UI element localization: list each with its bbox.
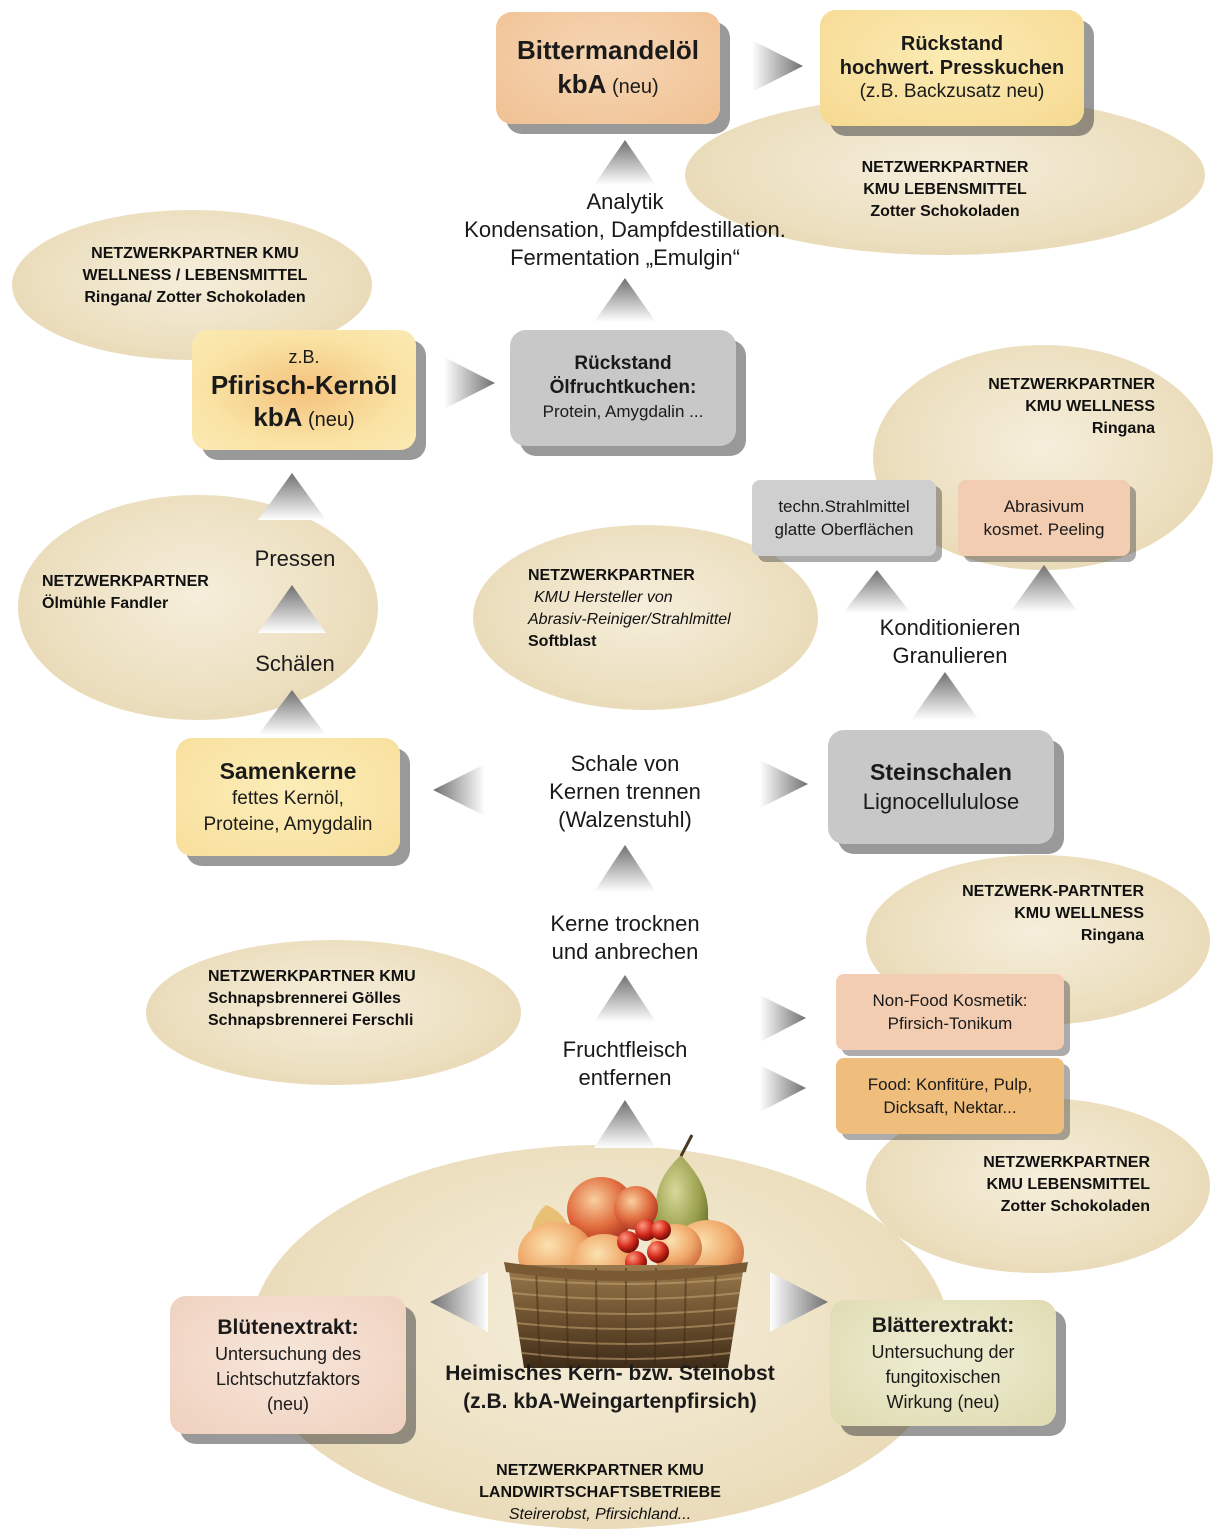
arrow-up-abrasivum: [1010, 565, 1078, 612]
partner-ellipse-left-schnaps: [146, 940, 521, 1085]
partner-ellipse-mid-left: [18, 495, 378, 720]
box-bluetenextrakt: Blütenextrakt: Untersuchung des Lichtsch…: [170, 1296, 406, 1434]
arrow-right-steinschalen: [760, 760, 808, 808]
arrow-up-fruchtfleisch: [594, 1100, 656, 1148]
partner-text-right-wellness2: NETZWERK-PARTNTER KMU WELLNESS Ringana: [962, 883, 1144, 944]
arrow-left-samenkerne: [433, 764, 485, 816]
process-schale-trennen: Schale von Kernen trennen (Walzenstuhl): [549, 751, 701, 832]
box-rueckstand-presskuchen: Rückstand hochwert. Presskuchen (z.B. Ba…: [820, 10, 1084, 126]
partner-text-mid-center: NETZWERKPARTNER KMU Hersteller von Abras…: [528, 567, 731, 650]
box-pfirisch-kernoel: z.B. Pfirisch-Kernöl kbA (neu): [192, 330, 416, 450]
box-rueckstand-oelfruchtkuchen: Rückstand Ölfruchtkuchen: Protein, Amygd…: [510, 330, 736, 446]
arrow-right-nonfood: [760, 995, 806, 1042]
arrow-left-blueten: [430, 1272, 488, 1332]
arrow-up-konditionieren: [911, 672, 979, 720]
fruit-basket-image: [504, 1134, 748, 1368]
process-kerne-trocknen: Kerne trocknen und anbrechen: [550, 911, 700, 964]
partner-text-right-lebensmittel: NETZWERKPARTNER KMU LEBENSMITTEL Zotter …: [983, 1154, 1150, 1215]
partner-text-right-wellness: NETZWERKPARTNER KMU WELLNESS Ringana: [988, 376, 1155, 437]
arrow-up-strahlmittel: [843, 570, 911, 613]
box-blaetterextrakt: Blätterextrakt: Untersuchung der fungito…: [830, 1300, 1056, 1426]
partner-text-mid-left: NETZWERKPARTNER Ölmühle Fandler: [42, 573, 209, 612]
arrow-up-samenkerne: [258, 690, 326, 735]
arrow-up-analytik: [594, 278, 656, 322]
arrow-up-schale: [594, 845, 656, 892]
partner-text-top-left: NETZWERKPARTNER KMU WELLNESS / LEBENSMIT…: [82, 245, 308, 306]
box-abrasivum: Abrasivum kosmet. Peeling: [958, 480, 1130, 556]
arrow-up-kerne: [594, 975, 656, 1022]
arrow-right-blaetter: [770, 1272, 828, 1332]
partner-text-left-schnaps: NETZWERKPARTNER KMU Schnapsbrennerei Göl…: [208, 968, 416, 1029]
arrow-right-oelkuchen: [444, 357, 495, 409]
box-samenkerne: Samenkerne fettes Kernöl, Proteine, Amyg…: [176, 738, 400, 856]
partner-text-bottom: NETZWERKPARTNER KMU LANDWIRTSCHAFTSBETRI…: [479, 1462, 721, 1523]
partner-text-top-right: NETZWERKPARTNER KMU LEBENSMITTEL Zotter …: [861, 159, 1029, 220]
box-strahlmittel: techn.Strahlmittel glatte Oberflächen: [752, 480, 936, 556]
process-pressen: Pressen: [254, 546, 336, 571]
box-steinschalen: Steinschalen Lignocellululose: [828, 730, 1054, 844]
source-label: Heimisches Kern- bzw. Steinobst (z.B. kb…: [445, 1362, 775, 1413]
process-konditionieren: Konditionieren Granulieren: [879, 615, 1021, 668]
arrow-up-schaelen: [258, 585, 326, 633]
process-fruchtfleisch: Fruchtfleisch entfernen: [562, 1037, 688, 1090]
box-nonfood-kosmetik: Non-Food Kosmetik: Pfirsich-Tonikum: [836, 974, 1064, 1050]
process-analytik: Analytik Kondensation, Dampfdestillation…: [464, 189, 786, 270]
arrow-right-food: [760, 1065, 806, 1112]
box-food: Food: Konfitüre, Pulp, Dicksaft, Nektar.…: [836, 1058, 1064, 1134]
arrow-up-pressen: [258, 473, 326, 520]
process-schaelen: Schälen: [255, 651, 335, 676]
box-bittermandeloel: Bittermandelöl kbA (neu): [496, 12, 720, 124]
arrow-up-bittermandel: [594, 140, 656, 185]
arrow-right-press: [752, 40, 803, 92]
